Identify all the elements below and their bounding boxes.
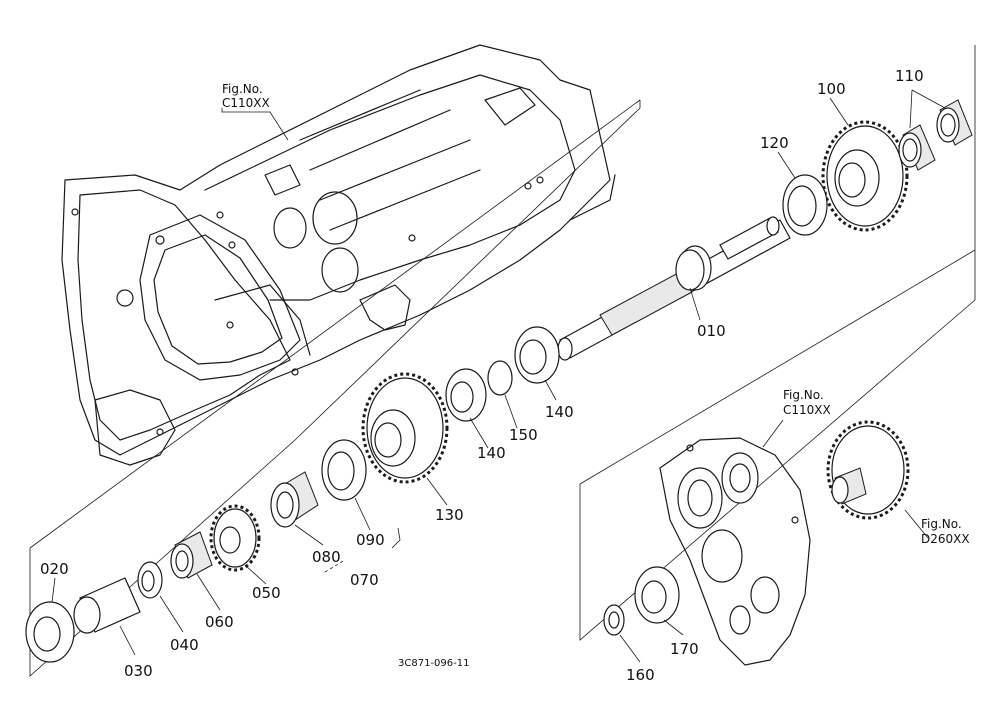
label-040: 040	[170, 636, 199, 654]
collar-120	[782, 174, 828, 236]
label-010: 010	[697, 322, 726, 340]
gear-130	[361, 372, 449, 484]
label-130: 130	[435, 506, 464, 524]
label-120: 120	[760, 134, 789, 152]
label-160: 160	[626, 666, 655, 684]
label-060: 060	[205, 613, 234, 631]
reference-gear	[826, 420, 910, 520]
bearing-170	[634, 566, 680, 624]
collar-090	[321, 439, 367, 501]
label-080: 080	[312, 548, 341, 566]
gear-050	[209, 504, 261, 572]
hub-080	[270, 471, 319, 528]
label-070: 070	[350, 571, 379, 589]
frame-lines	[29, 45, 976, 677]
fig-ref-cover-line1: Fig.No.	[783, 388, 824, 402]
label-020: 020	[40, 560, 69, 578]
label-150: 150	[509, 426, 538, 444]
fig-ref-case-line1: Fig.No.	[222, 82, 263, 96]
bearing-060	[170, 531, 213, 579]
gear-100	[821, 120, 909, 232]
washer-040	[137, 561, 163, 599]
washer-160	[603, 604, 625, 636]
fig-ref-gear: Fig.No. D260XX	[921, 517, 970, 546]
fig-ref-cover: Fig.No. C110XX	[783, 388, 831, 417]
main-shaft	[557, 216, 791, 361]
part-labels: 010 020 030 040 050 060 070 080 090 100 …	[40, 67, 924, 684]
collar-030	[73, 577, 141, 634]
needle-bearings-110	[898, 99, 973, 171]
label-090: 090	[356, 531, 385, 549]
drawing-code: 3C871-096-11	[398, 658, 469, 669]
leader-lines	[51, 89, 946, 663]
cover-housing	[659, 437, 811, 666]
label-050: 050	[252, 584, 281, 602]
fig-ref-case-line2: C110XX	[222, 96, 270, 110]
label-110: 110	[895, 67, 924, 85]
fig-ref-gear-line2: D260XX	[921, 532, 970, 546]
fig-ref-case: Fig.No. C110XX	[222, 82, 270, 110]
fig-ref-cover-line2: C110XX	[783, 403, 831, 417]
label-030: 030	[124, 662, 153, 680]
fig-ref-gear-line1: Fig.No.	[921, 517, 962, 531]
transmission-case	[61, 44, 616, 466]
bearing-020	[25, 601, 75, 663]
label-100: 100	[817, 80, 846, 98]
bearings-140-150	[445, 326, 560, 422]
label-170: 170	[670, 640, 699, 658]
label-140-right: 140	[545, 403, 574, 421]
label-140-left: 140	[477, 444, 506, 462]
